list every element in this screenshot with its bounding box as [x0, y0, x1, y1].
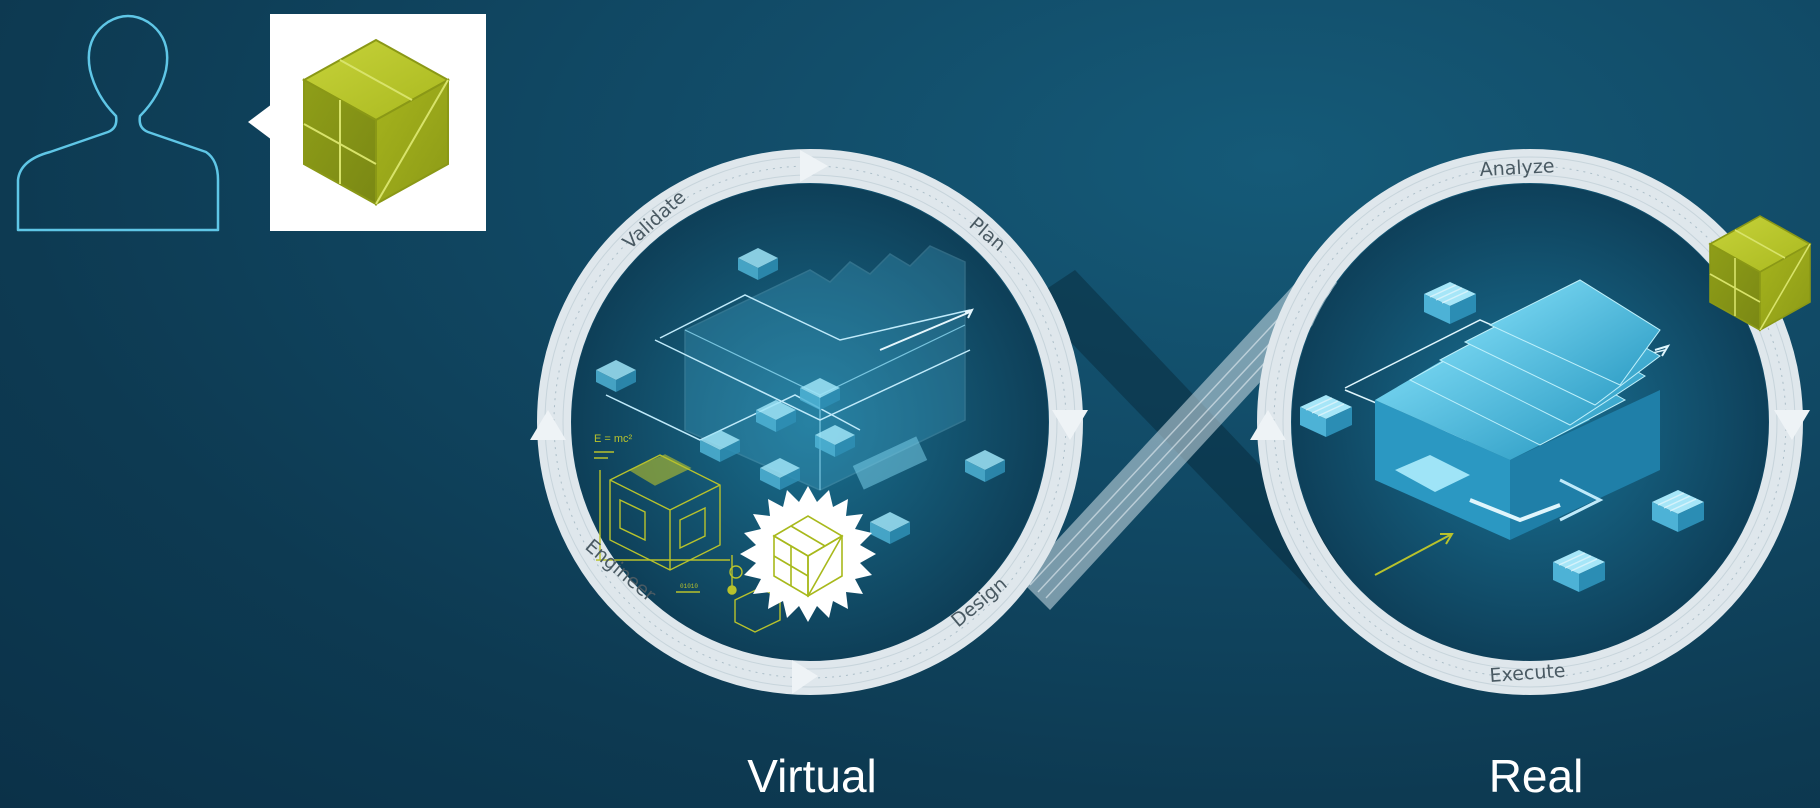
user-outline-icon	[16, 14, 220, 232]
real-label: Real	[1488, 750, 1584, 802]
stage-analyze: Analyze	[1479, 155, 1555, 181]
real-stage-labels: Analyze Execute	[1479, 155, 1566, 687]
virtual-label: Virtual	[747, 750, 877, 802]
infinity-connector	[1020, 262, 1350, 610]
svg-text:01010: 01010	[680, 583, 698, 590]
real-ring-arrows	[1250, 410, 1810, 440]
engineering-sketch: E = mc² 01010	[594, 433, 781, 633]
real-twin-cube-icon	[1708, 215, 1812, 332]
digital-twin-cube-icon	[301, 38, 451, 206]
real-factory	[1299, 279, 1705, 593]
starburst-cube-icon	[740, 486, 876, 622]
formula-text: E = mc²	[594, 433, 633, 445]
stage-execute: Execute	[1489, 660, 1566, 687]
virtual-blueprint	[596, 245, 1005, 544]
virtual-ring-arrows	[530, 150, 1088, 694]
